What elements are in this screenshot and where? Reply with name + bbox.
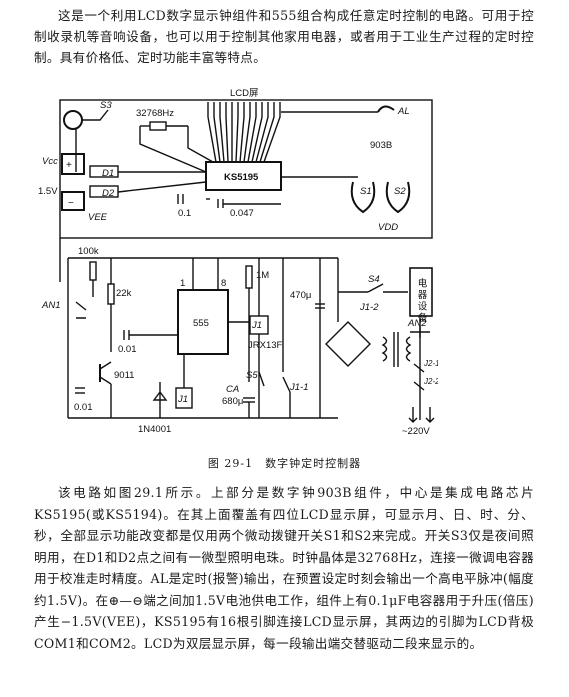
label-vdd: VDD [378,222,398,233]
label-d2: D2 [102,188,115,199]
label-j1-coil: J1 [251,320,262,331]
label-470u: 470μ [290,290,311,301]
mains-arrow-left [408,407,418,423]
bridge-rectifier [325,321,371,367]
label-j2-2: J2-2 [423,377,438,386]
label-1m: 1M [256,270,269,281]
label-vee: VEE [88,212,108,223]
s2-switch [385,181,411,214]
label-d1: D1 [102,168,114,179]
label-j2-1: J2-1 [423,359,438,368]
label-ca: CA [226,384,239,395]
label-1-5v: 1.5V [38,186,58,197]
resistor-22k [107,283,115,305]
appliance-box [409,267,433,317]
lcd-pin-fan [207,102,281,163]
label-100k: 100k [78,246,99,257]
label-cap-01: 0.1 [178,208,191,219]
label-lcd-screen: LCD屏 [230,88,259,99]
s3-switch [63,110,83,130]
label-s1: S1 [360,186,372,197]
j2-1-contact [413,363,425,373]
circuit-diagram: + − LCD屏 32768Hz AL 903B KS5195 S3 S1 S2… [38,88,438,437]
label-22k: 22k [116,288,132,299]
label-c001b: 0.01 [74,402,93,413]
s5-switch [258,371,265,387]
label-220v: ~220V [402,426,430,437]
label-jrx13f: JRX13F [248,340,283,351]
j2-2-contact [413,381,425,391]
description-paragraph: 该电路如图29.1所示。上部分是数字钟903B组件，中心是集成电路芯片KS519… [34,485,534,651]
label-cap-0047: 0.047 [230,208,254,219]
label-pin8: 8 [221,278,226,289]
label-s3: S3 [100,100,112,111]
resistor-100k [89,261,97,281]
label-903b: 903B [370,140,392,151]
label-s5: S5 [246,370,258,381]
ks5195-chip [205,161,282,191]
an1-button [75,301,87,319]
label-j1-1: J1-1 [289,382,308,393]
label-an1: AN1 [41,300,60,311]
intro-paragraph: 这是一个利用LCD数字显示钟组件和555组合构成任意定时控制的电路。可用于控制收… [34,8,534,65]
label-ks5195: KS5195 [224,172,259,183]
mains-arrow-right [425,407,435,423]
label-s4: S4 [368,274,380,285]
label-680u: 680μ [222,396,243,407]
label-appliance: 电器设备 [416,277,428,324]
crystal-32768 [149,121,167,131]
label-s2: S2 [394,186,406,197]
label-an2: AN2 [407,318,427,329]
label-555: 555 [193,318,209,329]
label-j1-2: J1-2 [359,302,379,313]
label-j1-small: J1 [177,394,188,405]
s1-switch [350,181,376,214]
label-9011: 9011 [114,370,134,381]
svg-text:+: + [66,160,72,171]
svg-text:−: − [68,198,74,209]
label-c001: 0.01 [118,344,137,355]
label-crystal: 32768Hz [136,108,174,119]
label-al: AL [397,106,410,117]
module-903b-frame [59,99,433,239]
label-pin1: 1 [180,278,185,289]
figure-caption: 图 29-1 数字钟定时控制器 [207,457,362,470]
resistor-1m [245,265,253,289]
s4-switch [367,283,384,293]
label-1n4001: 1N4001 [138,424,171,435]
transformer [381,336,388,362]
j1-1-contact [282,376,291,393]
label-vcc: Vcc [42,156,58,167]
